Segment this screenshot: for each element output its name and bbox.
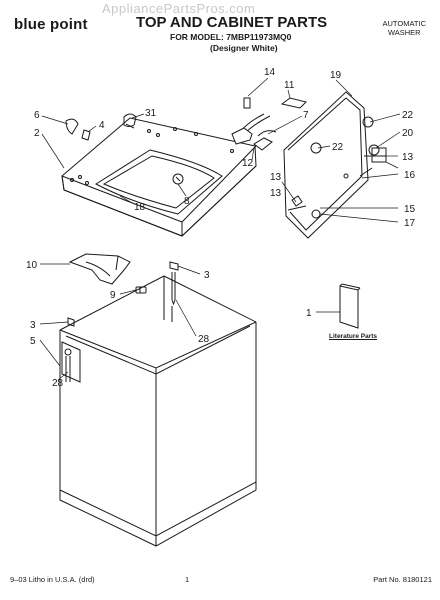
page-number: 1 bbox=[185, 575, 190, 584]
callout-20: 20 bbox=[402, 128, 414, 139]
literature-parts bbox=[339, 283, 361, 329]
callout-11: 11 bbox=[284, 80, 295, 91]
callout-14: 14 bbox=[264, 67, 276, 78]
callout-12: 12 bbox=[242, 158, 254, 169]
callout-10: 10 bbox=[26, 260, 38, 271]
callout-16: 16 bbox=[404, 170, 416, 181]
product-type-line2: WASHER bbox=[387, 28, 421, 37]
callout-7: 7 bbox=[303, 110, 309, 121]
callout-31: 31 bbox=[145, 108, 157, 119]
callout-6: 6 bbox=[34, 110, 40, 121]
top-panel bbox=[61, 117, 257, 237]
leader-lines bbox=[39, 77, 401, 381]
callout-13-c: 13 bbox=[270, 188, 282, 199]
callout-9: 9 bbox=[110, 290, 116, 301]
callout-1: 1 bbox=[306, 308, 312, 319]
callout-22-b: 22 bbox=[332, 142, 344, 153]
litho-note: 9–03 Litho in U.S.A. (drd) bbox=[10, 575, 95, 584]
callout-28-b: 28 bbox=[52, 378, 64, 389]
model-variant: (Designer White) bbox=[210, 43, 278, 53]
callout-5: 5 bbox=[30, 336, 36, 347]
callout-19: 19 bbox=[330, 70, 342, 81]
brand-logo: blue point bbox=[14, 16, 88, 33]
callout-13-a: 13 bbox=[402, 152, 414, 163]
watermark: AppliancePartsPros.com bbox=[102, 1, 256, 16]
bracket-part bbox=[68, 253, 131, 285]
model-number: FOR MODEL: 7MBP11973MQ0 bbox=[170, 32, 292, 42]
callout-2: 2 bbox=[34, 128, 40, 139]
product-type-line1: AUTOMATIC bbox=[382, 19, 426, 28]
callout-8: 8 bbox=[184, 196, 190, 207]
product-type: AUTOMATIC WASHER bbox=[383, 19, 426, 37]
callout-4: 4 bbox=[99, 120, 105, 131]
callout-3-a: 3 bbox=[204, 270, 210, 281]
callout-3-b: 3 bbox=[30, 320, 36, 331]
part-number: Part No. 8180121 bbox=[373, 575, 432, 584]
callout-18: 18 bbox=[134, 202, 146, 213]
callout-15: 15 bbox=[404, 204, 416, 215]
callout-13-b: 13 bbox=[270, 172, 282, 183]
cabinet bbox=[59, 275, 257, 547]
callout-17: 17 bbox=[404, 218, 416, 229]
page-title: TOP AND CABINET PARTS bbox=[136, 14, 328, 31]
callout-labels: 14 11 19 6 31 4 2 7 22 20 22 12 13 13 16… bbox=[26, 67, 416, 389]
callout-22-a: 22 bbox=[402, 110, 414, 121]
rear-console-panel bbox=[283, 91, 387, 239]
lid-switch-assembly bbox=[231, 97, 307, 151]
lid-hinge-parts bbox=[65, 113, 137, 141]
fasteners bbox=[67, 261, 179, 327]
callout-28-a: 28 bbox=[198, 334, 210, 345]
literature-parts-label: Literature Parts bbox=[329, 333, 378, 340]
